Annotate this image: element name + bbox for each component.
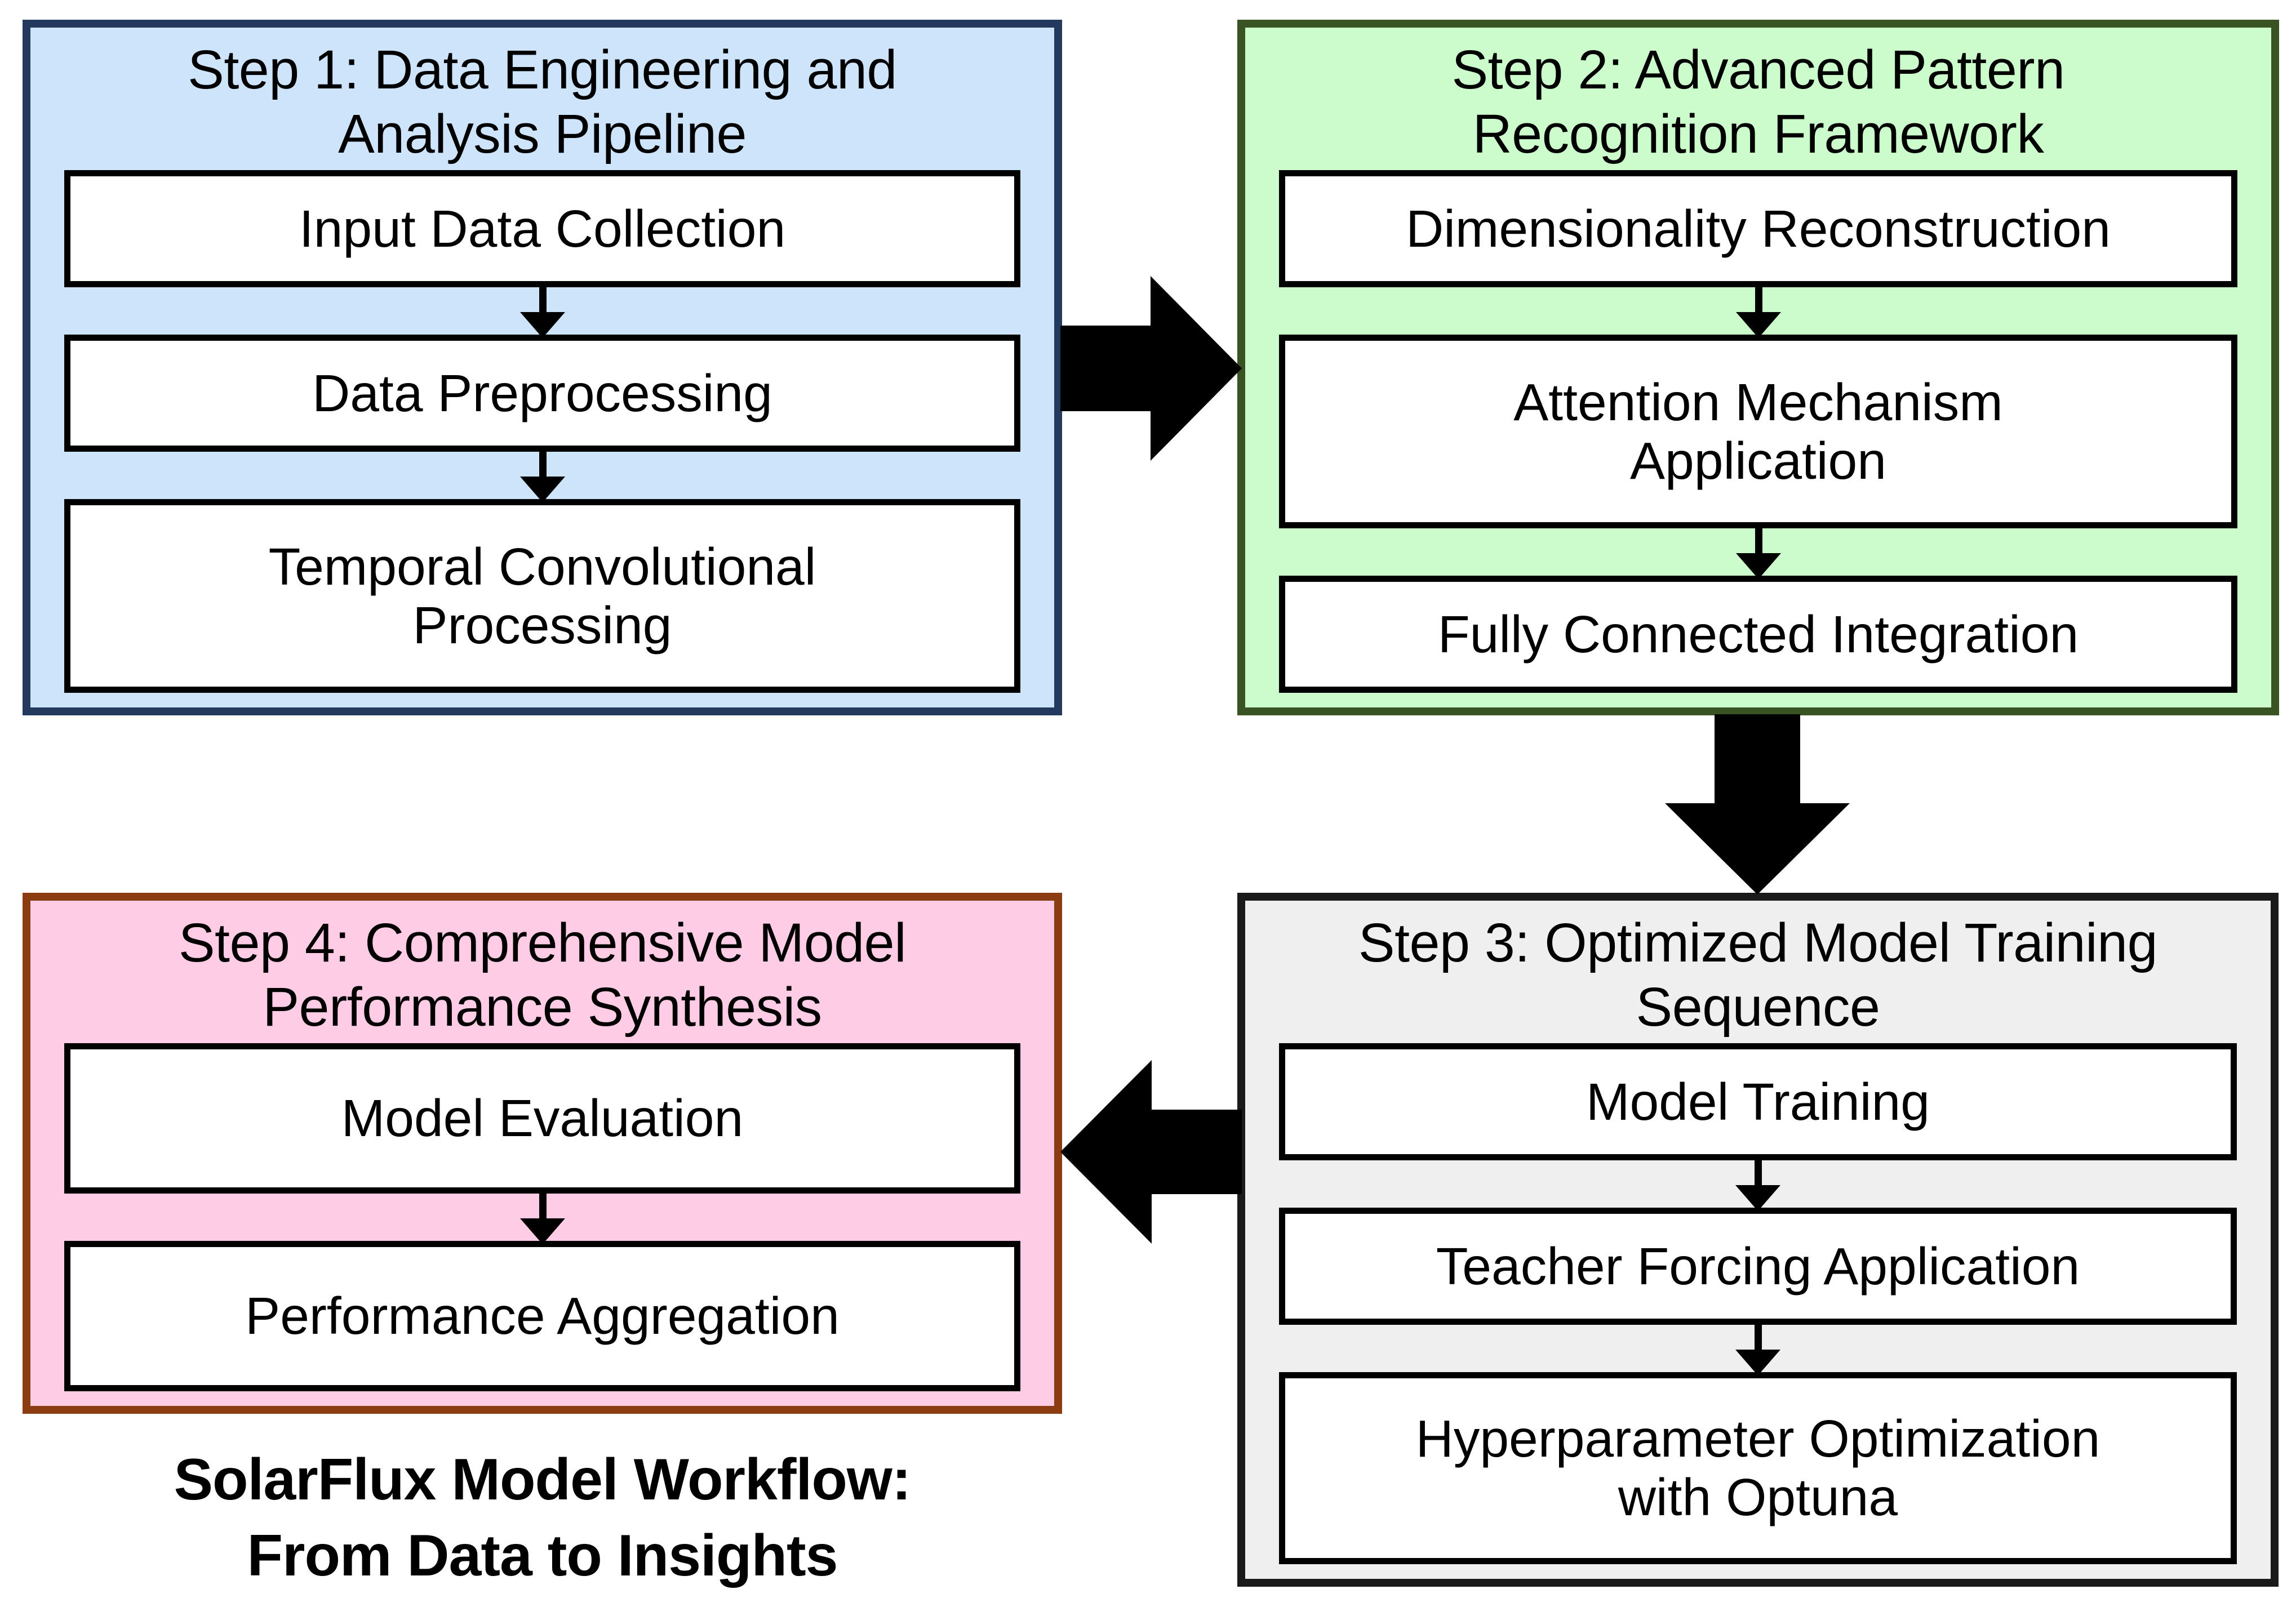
group-title-step-2: Step 2: Advanced Pattern Recognition Fra… (1451, 39, 2065, 165)
node-temporal-convolutional-processing[interactable]: Temporal Convolutional Processing (64, 498, 1020, 693)
group-title-step-3: Step 3: Optimized Model Training Sequenc… (1358, 912, 2158, 1038)
group-body-step-2: Dimensionality Reconstruction Attention … (1245, 170, 2271, 707)
diagram-caption: SolarFlux Model Workflow: From Data to I… (174, 1447, 912, 1589)
node-teacher-forcing-application[interactable]: Teacher Forcing Application (1279, 1207, 2237, 1325)
node-fully-connected-integration[interactable]: Fully Connected Integration (1279, 576, 2237, 693)
group-body-step-3: Model Training Teacher Forcing Applicati… (1245, 1043, 2271, 1579)
connector-arrow-icon (64, 1193, 1020, 1244)
connector-arrow-icon (64, 451, 1020, 502)
connector-arrow-icon (1279, 1324, 2237, 1375)
flow-arrow-right-icon (1060, 276, 1242, 461)
node-data-preprocessing[interactable]: Data Preprocessing (64, 334, 1020, 452)
connector-arrow-icon (1279, 528, 2237, 579)
group-step-3-model-training: Step 3: Optimized Model Training Sequenc… (1237, 893, 2279, 1587)
connector-arrow-icon (64, 287, 1020, 338)
node-input-data-collection[interactable]: Input Data Collection (64, 170, 1020, 287)
node-dimensionality-reconstruction[interactable]: Dimensionality Reconstruction (1279, 170, 2237, 287)
group-step-4-performance-synthesis: Step 4: Comprehensive Model Performance … (23, 893, 1062, 1414)
connector-arrow-icon (1279, 287, 2237, 338)
connector-arrow-icon (1279, 1160, 2237, 1211)
group-body-step-4: Model Evaluation Performance Aggregation (30, 1043, 1054, 1406)
flow-arrow-left-icon (1060, 1060, 1242, 1244)
node-model-evaluation[interactable]: Model Evaluation (64, 1043, 1020, 1194)
group-step-2-pattern-recognition: Step 2: Advanced Pattern Recognition Fra… (1237, 20, 2279, 715)
group-step-1-data-engineering: Step 1: Data Engineering and Analysis Pi… (23, 20, 1062, 715)
node-hyperparameter-optimization-with-optuna[interactable]: Hyperparameter Optimization with Optuna (1279, 1372, 2237, 1564)
group-body-step-1: Input Data Collection Data Preprocessing… (30, 170, 1054, 707)
group-title-step-4: Step 4: Comprehensive Model Performance … (178, 912, 907, 1038)
group-title-step-1: Step 1: Data Engineering and Analysis Pi… (188, 39, 897, 165)
node-model-training[interactable]: Model Training (1279, 1043, 2237, 1160)
flow-arrow-down-icon (1665, 714, 1850, 894)
node-performance-aggregation[interactable]: Performance Aggregation (64, 1240, 1020, 1391)
node-attention-mechanism-application[interactable]: Attention Mechanism Application (1279, 334, 2237, 528)
